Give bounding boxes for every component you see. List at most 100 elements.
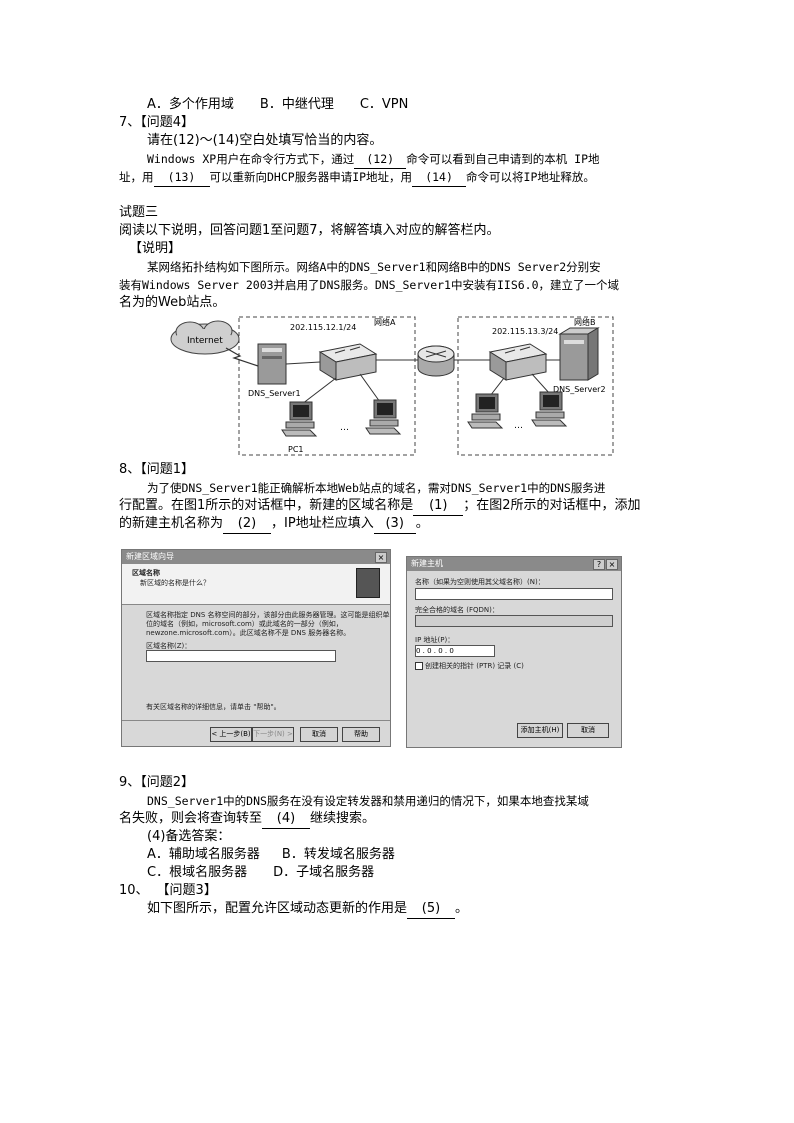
question-heading: 【问题3】: [156, 883, 217, 898]
back-button[interactable]: < 上一步(B): [210, 727, 252, 742]
desc-line: 位的域名（例如，microsoft.com）或此域名的一部分（例如，: [146, 620, 343, 628]
q10-heading: 10、【问题3】: [119, 882, 217, 900]
desc-line2: 装有Windows Server 2003并启用了DNS服务。DNS_Serve…: [119, 278, 620, 292]
question-number: 8、: [119, 462, 141, 477]
blank-12: (12): [354, 150, 407, 169]
q7-prompt: 请在(12)～(14)空白处填写恰当的内容。: [147, 133, 383, 148]
link: [359, 373, 381, 403]
desc-line1: 某网络拓扑结构如下图所示。网络A中的DNS_Server1和网络B中的DNS S…: [147, 260, 601, 274]
q9-line2: 名失败，则会将查询转至(4)继续搜索。: [119, 810, 375, 829]
q9-line1: DNS_Server1中的DNS服务在没有设定转发器和禁用递归的情况下，如果本地…: [147, 794, 589, 808]
close-button[interactable]: ×: [606, 559, 618, 570]
link: [531, 373, 551, 395]
q8-line2: 行配置。在图1所示的对话框中，新建的区域名称是(1)；在图2所示的对话框中，添加: [119, 497, 641, 516]
ptr-checkbox[interactable]: [415, 662, 423, 670]
pc-icon: [531, 391, 568, 427]
help-text: 有关区域名称的详细信息，请单击 "帮助"。: [146, 703, 281, 711]
help-button[interactable]: 帮助: [342, 727, 380, 742]
server-icon: [257, 343, 287, 385]
blank-13: (13): [153, 168, 210, 187]
host-name-input[interactable]: [415, 588, 613, 600]
internet-label: Internet: [187, 336, 223, 346]
switch-icon: [488, 343, 548, 381]
section-instruction: 阅读以下说明，回答问题1至问题7，将解答填入对应的解答栏内。: [119, 223, 500, 238]
question-heading: 【问题2】: [140, 775, 195, 790]
fqdn-label: 完全合格的域名 (FQDN)：: [415, 606, 499, 614]
cancel-button[interactable]: 取消: [567, 723, 609, 738]
link: [285, 361, 321, 365]
question-number: 7、: [119, 115, 141, 130]
question-heading: 【问题4】: [140, 115, 195, 130]
pc-icon: [281, 401, 318, 437]
option-b: B．中继代理: [259, 97, 334, 112]
next-button[interactable]: 下一步(N) >: [252, 727, 294, 742]
add-host-button[interactable]: 添加主机(H): [517, 723, 563, 738]
text: 命令可以将IP地址释放。: [466, 170, 595, 184]
blank-14: (14): [412, 168, 467, 187]
ip-address-input[interactable]: 0 . 0 . 0 . 0: [415, 645, 495, 657]
zone-name-label: 区域名称(Z)：: [146, 642, 192, 650]
switch-icon: [318, 343, 378, 381]
question-number: 9、: [119, 775, 141, 790]
blank-2: (2): [223, 515, 272, 534]
net-a-label: 网络A: [374, 317, 396, 327]
net-b-ip: 202.115.13.3/24: [492, 327, 558, 336]
q7-line2: 址，用(13)可以重新向DHCP服务器申请IP地址，用(14)命令可以将IP地址…: [119, 168, 595, 187]
question-number: 10、: [119, 883, 149, 898]
section-title: 区域名称: [132, 569, 160, 577]
section-title: 试题三: [119, 205, 159, 220]
option-c: C．VPN: [359, 97, 409, 112]
q9-options-title: (4)备选答案：: [147, 829, 231, 844]
fqdn-field: [415, 615, 613, 627]
router-icon: [417, 345, 455, 377]
section-subtitle: 新区域的名称是什么？: [140, 579, 210, 587]
dns2-label: DNS_Server2: [553, 385, 606, 394]
text: 。: [415, 516, 429, 531]
blank-1: (1): [413, 497, 464, 516]
q8-line1: 为了使DNS_Server1能正确解析本地Web站点的域名，需对DNS_Serv…: [147, 481, 606, 495]
wizard-header: 区域名称 新区域的名称是什么？: [122, 564, 390, 605]
internet-cloud-icon: [170, 320, 240, 355]
pc-icon: [365, 399, 402, 435]
ptr-label: 创建相关的指针 (PTR) 记录 (C): [425, 662, 524, 670]
net-b-label: 网络B: [574, 317, 596, 327]
blank-5: (5): [407, 900, 456, 919]
ellipsis-a: …: [340, 423, 349, 433]
q7-line1: Windows XP用户在命令行方式下，通过(12)命令可以看到自己申请到的本机…: [147, 150, 600, 169]
question-heading: 【问题1】: [140, 462, 195, 477]
net-a-ip: 202.115.12.1/24: [290, 323, 356, 332]
cancel-button[interactable]: 取消: [300, 727, 338, 742]
divider: [122, 720, 390, 721]
pc1-label: PC1: [288, 445, 304, 454]
text: 。: [455, 901, 469, 916]
option-b: B．转发域名服务器: [281, 847, 395, 862]
text: 名失败，则会将查询转至: [119, 811, 263, 826]
dialog-titlebar: 新建区域向导×: [122, 550, 390, 564]
q7-heading: 7、【问题4】: [119, 114, 194, 132]
ellipsis-b: …: [514, 421, 523, 431]
blank-3: (3): [373, 515, 416, 534]
dns1-label: DNS_Server1: [248, 389, 301, 398]
text: 继续搜索。: [310, 811, 376, 826]
new-host-dialog: 新建主机?× 名称（如果为空则使用其父域名称）(N)： 完全合格的域名 (FQD…: [406, 556, 622, 748]
desc-line: 区域名称指定 DNS 名称空间的部分，该部分由此服务器管理。这可能是组织单: [146, 611, 390, 619]
desc-line3: 名为的Web站点。: [119, 295, 226, 310]
wan-link-icon: [225, 347, 259, 367]
text: 的新建主机名称为: [119, 516, 224, 531]
pc-icon: [467, 393, 504, 429]
option-a: A．多个作用域: [147, 97, 234, 112]
text: 如下图所示，配置允许区域动态更新的作用是: [147, 901, 408, 916]
q6-options: A．多个作用域 B．中继代理 C．VPN: [147, 96, 408, 114]
ip-label: IP 地址(P)：: [415, 636, 455, 644]
dialog-titlebar: 新建主机?×: [407, 557, 621, 571]
text: 行配置。在图1所示的对话框中，新建的区域名称是: [119, 498, 414, 513]
help-button[interactable]: ?: [593, 559, 605, 570]
text: 址，用: [119, 170, 154, 184]
text: Windows XP用户在命令行方式下，通过: [147, 152, 355, 166]
zone-name-input[interactable]: [146, 650, 336, 662]
q8-line3: 的新建主机名称为(2)，IP地址栏应填入(3)。: [119, 515, 429, 534]
blank-4: (4): [262, 810, 311, 829]
close-button[interactable]: ×: [375, 552, 387, 563]
